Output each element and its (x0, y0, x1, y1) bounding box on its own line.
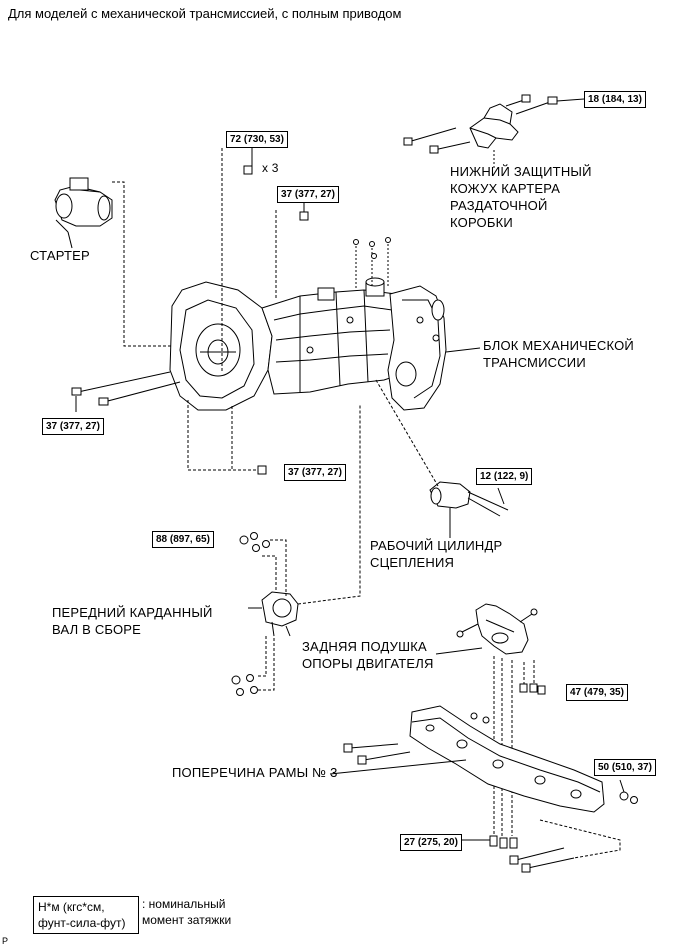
label-front-shaft: ПЕРЕДНИЙ КАРДАННЫЙ ВАЛ В СБОРЕ (52, 605, 213, 637)
cover-bolt-2 (429, 141, 471, 154)
crossmember-bolt-upper (343, 743, 411, 765)
rear-engine-mount (475, 603, 529, 655)
housing-bolt-left (71, 371, 171, 396)
page-title: Для моделей с механической трансмиссией,… (8, 6, 402, 21)
torque-box-upper: 37 (377, 27) (277, 186, 339, 203)
top-small-bolts (353, 237, 391, 288)
label-clutch-cylinder: РАБОЧИЙ ЦИЛИНДР СЦЕПЛЕНИЯ (370, 538, 503, 570)
torque-box-crossmember: 50 (510, 37) (594, 759, 656, 776)
crossmember-nuts-left (470, 712, 490, 724)
torque-box-cover: 18 (184, 13) (584, 91, 646, 108)
torque-box-clutch: 12 (122, 9) (476, 468, 533, 485)
transmission-assembly (169, 277, 447, 411)
clutch-release-cylinder (429, 481, 509, 517)
label-transmission: БЛОК МЕХАНИЧЕСКОЙ ТРАНСМИССИИ (483, 338, 634, 370)
frame-crossmember (409, 705, 605, 813)
corner-mark: P (2, 936, 9, 946)
transfer-lower-cover (469, 103, 519, 149)
top-bolt-37 (275, 210, 309, 300)
lower-bolt-37 (257, 465, 267, 475)
housing-bolt-left-2 (98, 381, 181, 406)
torque-box-bottom: 27 (275, 20) (400, 834, 462, 851)
legend-description: : номинальный момент затяжки (142, 897, 232, 927)
starter-motor (54, 177, 113, 233)
crossmember-bottom-bolts (489, 835, 518, 849)
label-lower-cover: НИЖНИЙ ЗАЩИТНЫЙ КОЖУХ КАРТЕРА РАЗДАТОЧНО… (450, 164, 592, 230)
bolt-quantity: x 3 (262, 161, 279, 175)
shaft-lower-nuts (231, 674, 258, 696)
front-propeller-shaft (261, 591, 299, 637)
crossmember-bolt-lower (509, 847, 575, 873)
shaft-upper-nuts (239, 532, 270, 552)
label-rear-mount: ЗАДНЯЯ ПОДУШКА ОПОРЫ ДВИГАТЕЛЯ (302, 639, 434, 671)
label-starter: СТАРТЕР (30, 248, 90, 263)
label-crossmember: ПОПЕРЕЧИНА РАМЫ № 3 (172, 765, 338, 780)
torque-box-top-bolt: 72 (730, 53) (226, 131, 288, 148)
torque-box-lower: 37 (377, 27) (284, 464, 346, 481)
torque-box-housing: 37 (377, 27) (42, 418, 104, 435)
torque-box-shaft: 88 (897, 65) (152, 531, 214, 548)
torque-box-mount: 47 (479, 35) (566, 684, 628, 701)
mount-bolts (519, 683, 546, 695)
cover-bolt-1 (403, 127, 457, 146)
crossmember-nuts-right (619, 791, 638, 804)
cover-bolt-3 (505, 94, 531, 107)
legend-units-box: Н*м (кгс*см, фунт-сила-фут) (33, 896, 139, 934)
